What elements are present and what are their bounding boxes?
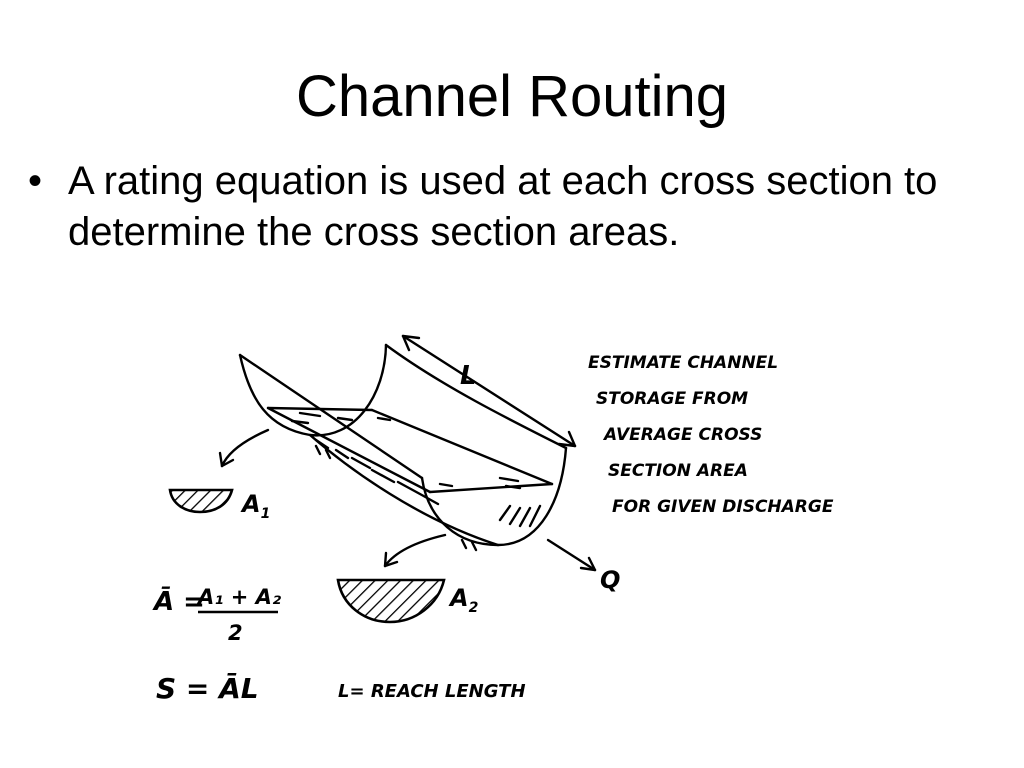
right-bank-top	[384, 343, 568, 450]
downstream-section-curve	[420, 446, 568, 547]
note-line: STORAGE FROM	[596, 389, 748, 409]
arrow-to-area2	[383, 533, 447, 568]
upstream-section-curve	[238, 343, 388, 437]
length-arrow	[401, 334, 577, 448]
note-line: FOR GIVEN DISCHARGE	[612, 497, 834, 517]
discharge-label: Q	[600, 566, 620, 594]
bullet-list: • A rating equation is used at each cros…	[28, 156, 1018, 258]
bullet-text: A rating equation is used at each cross …	[68, 159, 938, 254]
left-bank-top	[238, 353, 424, 480]
note-line: ESTIMATE CHANNEL	[588, 353, 778, 373]
discharge-arrow	[546, 538, 597, 572]
note-line: AVERAGE CROSS	[602, 425, 762, 445]
channel-drawing	[238, 343, 568, 552]
slide-title: Channel Routing	[295, 64, 729, 129]
average-area-equation: Ā = A₁ + A₂ 2	[152, 585, 282, 645]
bullet-item: • A rating equation is used at each cros…	[28, 156, 1018, 258]
bullet-marker: •	[28, 159, 43, 203]
area2-shape	[336, 578, 446, 624]
area2-label: A2	[448, 584, 478, 616]
note-line: SECTION AREA	[608, 461, 748, 481]
length-label: L	[460, 361, 477, 391]
storage-equation: S = ĀL	[156, 672, 259, 705]
average-area-denominator: 2	[228, 621, 243, 645]
area1-label: A1	[240, 490, 270, 522]
downstream-water-surface	[428, 482, 554, 494]
channel-bottom-edge	[308, 433, 500, 547]
average-area-numerator: A₁ + A₂	[196, 585, 282, 609]
upstream-water-surface	[266, 406, 374, 412]
storage-note: ESTIMATE CHANNEL STORAGE FROM AVERAGE CR…	[588, 353, 834, 517]
average-area-lhs: Ā =	[152, 585, 205, 617]
arrow-to-area1	[218, 428, 270, 468]
reach-length-note: L= REACH LENGTH	[338, 681, 526, 702]
water-surface-edge-right	[370, 408, 554, 486]
area1-shape	[168, 488, 234, 514]
